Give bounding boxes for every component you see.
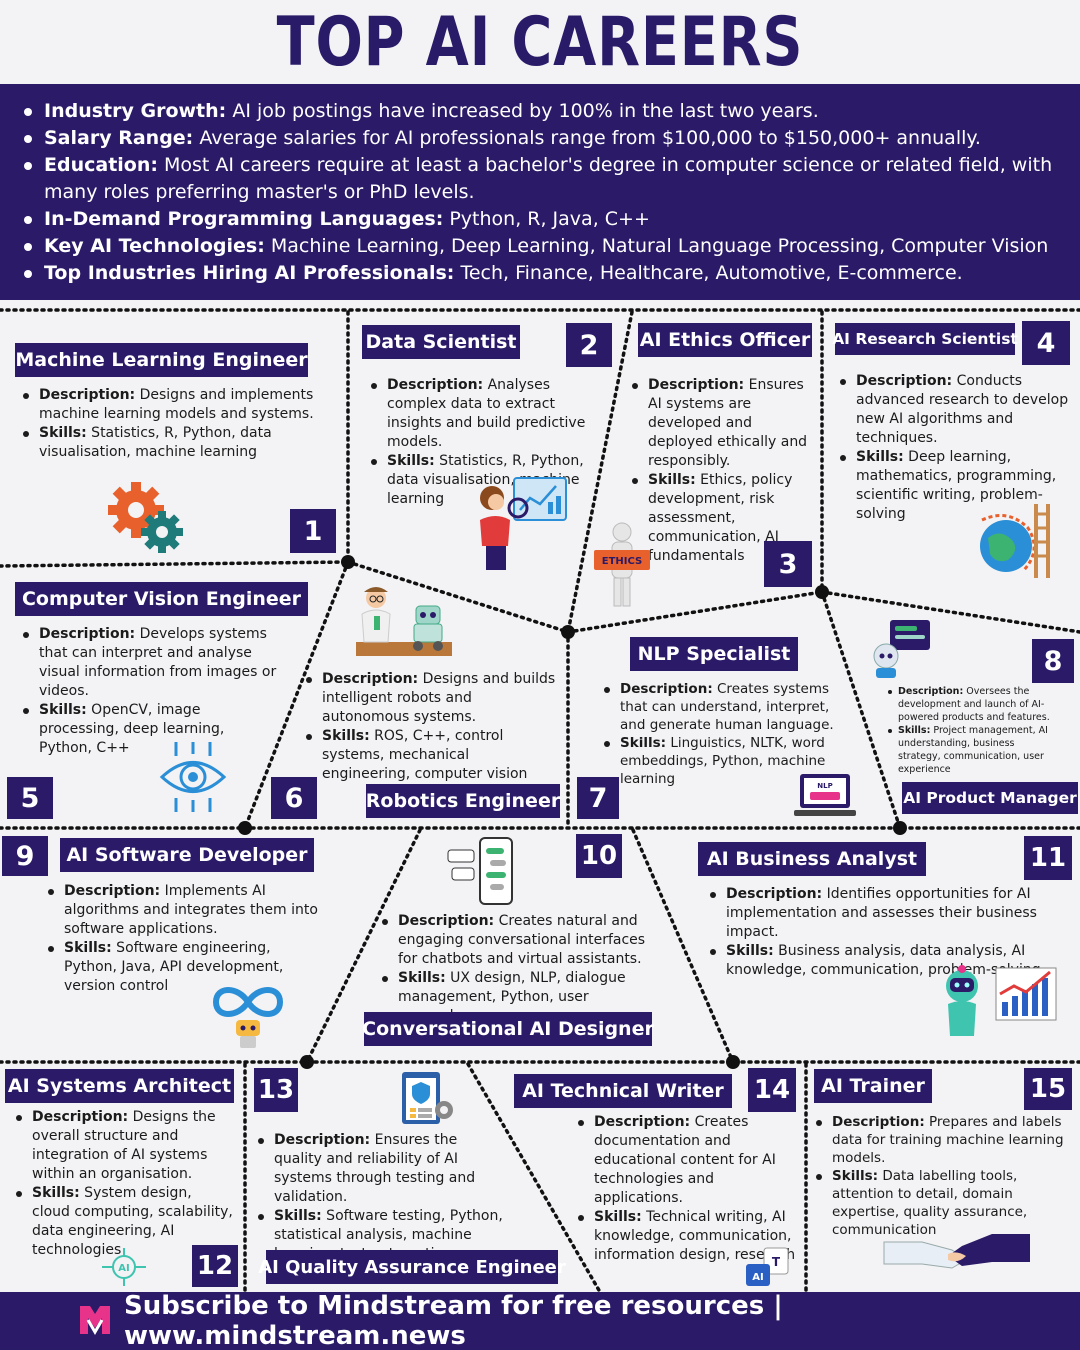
architect-ai-text: AI bbox=[118, 1263, 129, 1274]
role-description-machine-learning-engineer: Description: Designs and implements mach… bbox=[15, 386, 315, 462]
role-title-data-scientist: Data Scientist bbox=[362, 325, 520, 359]
role-description-ai-technical-writer: Description: Creates documentation and e… bbox=[570, 1113, 802, 1265]
role-title-ai-software-developer: AI Software Developer bbox=[60, 838, 314, 872]
ai-network-icon: AI bbox=[102, 1248, 146, 1286]
ethics-sign-text: ETHICS bbox=[602, 556, 642, 567]
role-description-conversational-ai-designer: Description: Creates natural and engagin… bbox=[374, 912, 650, 1026]
nlp-screen-text: NLP bbox=[817, 782, 832, 790]
role-number-6: 6 bbox=[271, 777, 317, 819]
summary-item: Key AI Technologies: Machine Learning, D… bbox=[22, 233, 1054, 260]
role-number-7: 7 bbox=[577, 777, 619, 819]
role-title-ai-research-scientist: AI Research Scientist bbox=[832, 323, 1018, 355]
chat-phone-icon bbox=[447, 837, 513, 905]
role-number-8: 8 bbox=[1032, 639, 1074, 683]
role-number-14: 14 bbox=[748, 1068, 796, 1112]
summary-item: In-Demand Programming Languages: Python,… bbox=[22, 206, 1054, 233]
role-number-15: 15 bbox=[1024, 1068, 1072, 1110]
role-title-ai-trainer: AI Trainer bbox=[814, 1069, 932, 1103]
summary-item: Industry Growth: AI job postings have in… bbox=[22, 98, 1054, 125]
role-description-ai-ethics-officer: Description: Ensures AI systems are deve… bbox=[624, 376, 814, 566]
role-title-robotics-engineer: Robotics Engineer bbox=[366, 784, 560, 818]
role-title-ai-ethics-officer: AI Ethics Officer bbox=[638, 323, 812, 357]
infinity-robot-icon bbox=[212, 987, 284, 1048]
writer-ai-text: AI bbox=[752, 1272, 763, 1283]
role-description-ai-software-developer: Description: Implements AI algorithms an… bbox=[40, 882, 320, 996]
qa-clipboard-icon bbox=[402, 1072, 453, 1124]
role-number-12: 12 bbox=[192, 1245, 238, 1287]
gears-icon bbox=[108, 482, 183, 553]
summary-banner: Industry Growth: AI job postings have in… bbox=[0, 84, 1080, 300]
summary-item: Salary Range: Average salaries for AI pr… bbox=[22, 125, 1054, 152]
role-description-nlp-specialist: Description: Creates systems that can un… bbox=[596, 680, 856, 788]
summary-item: Education: Most AI careers require at le… bbox=[22, 152, 1054, 206]
role-number-5: 5 bbox=[7, 777, 53, 819]
analyst-robot-chart-icon bbox=[946, 965, 1057, 1036]
role-number-1: 1 bbox=[290, 509, 336, 553]
handshake-icon bbox=[883, 1234, 1030, 1269]
chatbot-icon bbox=[873, 620, 930, 678]
summary-item: Top Industries Hiring AI Professionals: … bbox=[22, 260, 1054, 287]
role-description-data-scientist: Description: Analyses complex data to ex… bbox=[363, 376, 601, 509]
role-number-11: 11 bbox=[1024, 836, 1072, 880]
role-description-ai-product-manager: Description: Oversees the development an… bbox=[884, 685, 1058, 776]
nlp-laptop-icon: NLP bbox=[794, 774, 856, 816]
role-number-4: 4 bbox=[1022, 321, 1070, 365]
ethics-sign-icon: ETHICS bbox=[594, 522, 650, 607]
robotics-illustration-icon bbox=[356, 587, 452, 656]
role-number-10: 10 bbox=[576, 834, 622, 878]
footer-banner: Subscribe to Mindstream for free resourc… bbox=[0, 1291, 1080, 1350]
writer-t-text: T bbox=[772, 1255, 781, 1269]
role-number-2: 2 bbox=[566, 323, 612, 367]
role-description-ai-trainer: Description: Prepares and labels data fo… bbox=[808, 1113, 1074, 1239]
role-title-ai-technical-writer: AI Technical Writer bbox=[514, 1074, 732, 1108]
mindstream-logo-icon bbox=[80, 1306, 110, 1335]
role-description-ai-research-scientist: Description: Conducts advanced research … bbox=[832, 372, 1078, 524]
role-title-conversational-ai-designer: Conversational AI Designer bbox=[362, 1012, 654, 1046]
role-number-9: 9 bbox=[2, 836, 48, 876]
data-scientist-illustration-icon bbox=[480, 477, 567, 570]
research-globe-icon bbox=[980, 504, 1050, 578]
role-description-ai-quality-assurance-engineer: Description: Ensures the quality and rel… bbox=[250, 1131, 506, 1264]
role-description-ai-systems-architect: Description: Designs the overall structu… bbox=[8, 1108, 234, 1260]
role-title-ai-quality-assurance-engineer: AI Quality Assurance Engineer bbox=[258, 1250, 566, 1284]
role-description-computer-vision-engineer: Description: Develops systems that can i… bbox=[15, 625, 277, 758]
role-title-nlp-specialist: NLP Specialist bbox=[630, 637, 798, 671]
role-title-ai-systems-architect: AI Systems Architect bbox=[5, 1069, 234, 1103]
role-title-ai-product-manager: AI Product Manager bbox=[902, 782, 1078, 814]
role-title-machine-learning-engineer: Machine Learning Engineer bbox=[15, 343, 308, 377]
role-number-3: 3 bbox=[764, 541, 812, 587]
writer-docs-icon: T AI bbox=[746, 1247, 789, 1286]
role-number-13: 13 bbox=[254, 1068, 298, 1112]
footer-text[interactable]: Subscribe to Mindstream for free resourc… bbox=[124, 1291, 783, 1350]
role-title-computer-vision-engineer: Computer Vision Engineer bbox=[15, 582, 308, 616]
vision-eye-icon bbox=[159, 742, 227, 812]
role-description-robotics-engineer: Description: Designs and builds intellig… bbox=[298, 670, 556, 784]
page-title: TOP AI CAREERS bbox=[276, 2, 804, 82]
role-title-ai-business-analyst: AI Business Analyst bbox=[698, 842, 926, 876]
